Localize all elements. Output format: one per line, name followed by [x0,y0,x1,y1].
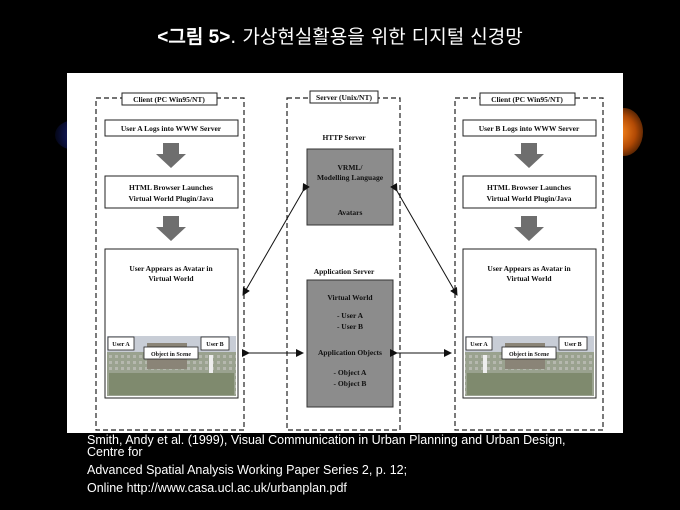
client-left-scene-user-b: User B [206,342,223,348]
server-virtual-world: Virtual World [327,293,373,302]
server-header: Server (Unix/NT) [316,93,372,102]
server-user-a: - User A [337,311,364,320]
server-avatars: Avatars [338,208,363,217]
server-http-box [306,148,394,226]
client-right-header-box [479,92,576,106]
client-left-scene-user-a: User A [112,342,130,348]
client-left-header-box [121,92,218,106]
client-right-scene-object-box [501,346,557,360]
client-left-step2-line2: Virtual World Plugin/Java [128,194,213,203]
caption-line-1: Smith, Andy et al. (1999), Visual Commun… [87,433,566,447]
client-right-scene-user-a: User A [470,342,488,348]
client-right-scene-user-b: User B [564,342,581,348]
client-right-step2-box [462,175,597,209]
server-vrml-line1: VRML/ [338,163,364,172]
client-right-step3-line1: User Appears as Avatar in [487,264,571,273]
architecture-diagram: Client (PC Win95/NT) User A Logs into WW… [95,90,604,431]
client-left: Client (PC Win95/NT) User A Logs into WW… [95,92,245,431]
slide-title-prefix: <그림 5> [157,27,231,48]
client-right-step1: User B Logs into WWW Server [479,124,580,133]
client-right-scene-user-b-box [558,336,588,351]
client-right-header: Client (PC Win95/NT) [491,95,563,104]
client-left-scene-object: Object in Scene [151,352,191,358]
client-right-scene-object: Object in Scene [509,352,549,358]
caption-line-4: Online http://www.casa.ucl.ac.uk/urbanpl… [87,481,347,495]
client-left-scene-user-b-box [200,336,230,351]
client-left-step1-box [104,119,239,137]
server-object-b: - Object B [334,379,367,388]
client-right-step2-line2: Virtual World Plugin/Java [486,194,571,203]
connectors [242,182,458,357]
caption: Smith, Andy et al. (1999), Visual Commun… [87,434,679,495]
client-left-header: Client (PC Win95/NT) [133,95,205,104]
server-http-label: HTTP Server [322,133,366,142]
connector-left-http [242,182,310,296]
client-left-scene-object-box [143,346,199,360]
client-right: Client (PC Win95/NT) User B Logs into WW… [454,92,604,431]
client-right-step3-line2: Virtual World [506,274,552,283]
client-right-down-arrow-2 [514,216,544,241]
client-left-step3-line1: User Appears as Avatar in [129,264,213,273]
client-left-avatar-figure [209,355,213,373]
server-user-b: - User B [337,322,363,331]
server-app-objects: Application Objects [318,348,382,357]
client-left-step2-line1: HTML Browser Launches [129,183,213,192]
client-left-down-arrow-1 [156,143,186,168]
slide-title-text: . 가상현실활용을 위한 디지털 신경망 [230,26,523,48]
server-object-a: - Object A [334,368,367,377]
client-right-scene-user-a-box [465,336,493,351]
client-right-step2-line1: HTML Browser Launches [487,183,571,192]
slide-title: <그림 5>. 가상현실활용을 위한 디지털 신경망 [0,22,680,49]
client-left-step2-box [104,175,239,209]
diagram-panel: Client (PC Win95/NT) User A Logs into WW… [67,73,623,433]
client-right-avatar-figure [483,355,487,373]
connector-right-http [390,182,458,296]
server-header-box [309,90,379,104]
client-right-down-arrow-1 [514,143,544,168]
client-left-down-arrow-2 [156,216,186,241]
caption-line-3: Advanced Spatial Analysis Working Paper … [87,463,408,477]
caption-line-2: Centre for [87,445,143,459]
server-vrml-line2: Modelling Language [317,173,384,182]
client-left-step3-line2: Virtual World [148,274,194,283]
server: Server (Unix/NT) HTTP Server VRML/ Model… [286,90,401,431]
server-app-label: Application Server [314,267,375,276]
client-right-step1-box [462,119,597,137]
client-left-step1: User A Logs into WWW Server [121,124,222,133]
server-app-box [306,279,394,408]
client-left-scene-user-a-box [107,336,135,351]
